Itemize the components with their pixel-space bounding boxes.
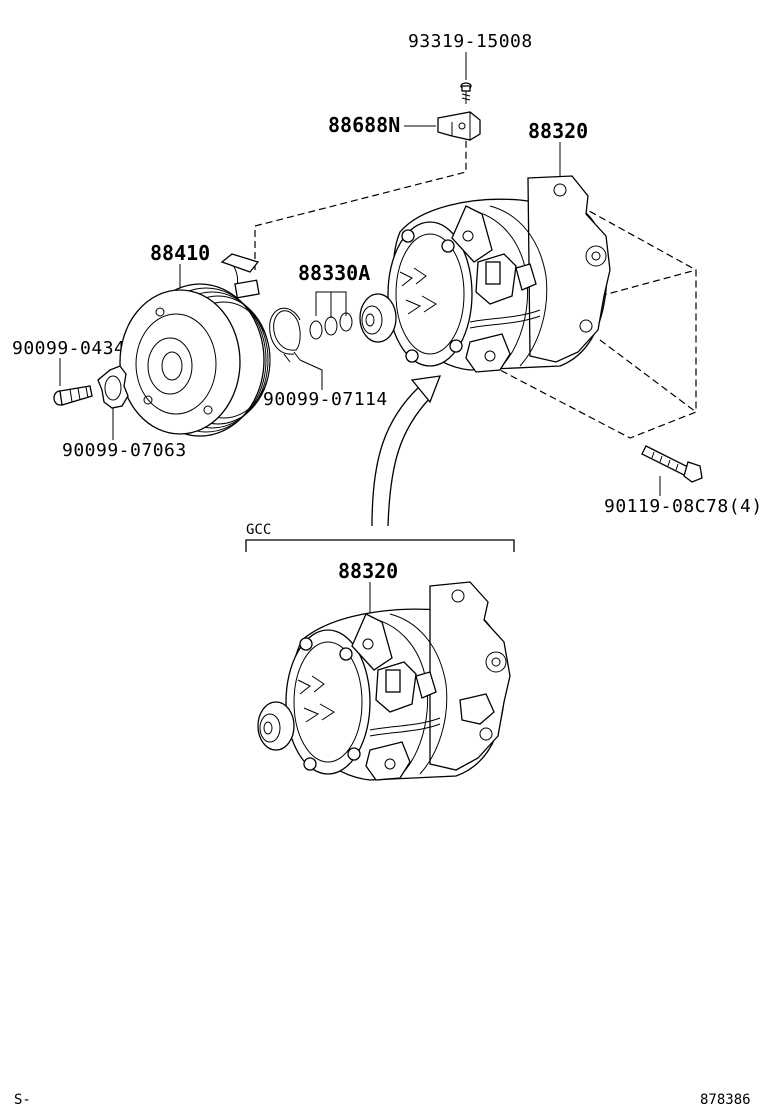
label-88688n[interactable]: 88688N xyxy=(328,113,400,137)
washer-90099-07063[interactable] xyxy=(97,365,129,409)
footer-right: 878386 xyxy=(700,1092,751,1108)
footer-left: S- xyxy=(14,1092,31,1108)
gcc-group-bracket xyxy=(245,539,515,552)
assembly-dashed-lines xyxy=(254,140,697,439)
label-88320-main[interactable]: 88320 xyxy=(528,119,588,143)
label-88330a[interactable]: 88330A xyxy=(298,261,370,285)
screw-93319-15008[interactable] xyxy=(460,82,472,104)
label-90119-08c78[interactable]: 90119-08C78(4) xyxy=(604,496,760,517)
bracket-88688n[interactable] xyxy=(437,111,481,141)
label-90099-07114[interactable]: 90099-07114 xyxy=(263,389,388,410)
snap-ring-90099-07114[interactable] xyxy=(269,307,301,363)
label-88410[interactable]: 88410 xyxy=(150,241,210,265)
label-gcc: GCC xyxy=(246,522,271,538)
compressor-88320-main[interactable] xyxy=(359,175,611,373)
leader-lines xyxy=(59,52,661,618)
clutch-pulley-88410[interactable] xyxy=(119,253,271,437)
label-88320-gcc[interactable]: 88320 xyxy=(338,559,398,583)
compressor-88320-gcc[interactable] xyxy=(257,581,511,781)
o-rings-88330a[interactable] xyxy=(309,312,353,340)
arrow-to-compressor xyxy=(371,375,442,527)
bolt-90099-04349[interactable] xyxy=(53,385,93,406)
bolt-90119-08c78[interactable] xyxy=(641,445,703,483)
label-93319-15008[interactable]: 93319-15008 xyxy=(408,31,533,52)
label-90099-04349[interactable]: 90099-04349 xyxy=(12,338,137,359)
label-90099-07063[interactable]: 90099-07063 xyxy=(62,440,187,461)
